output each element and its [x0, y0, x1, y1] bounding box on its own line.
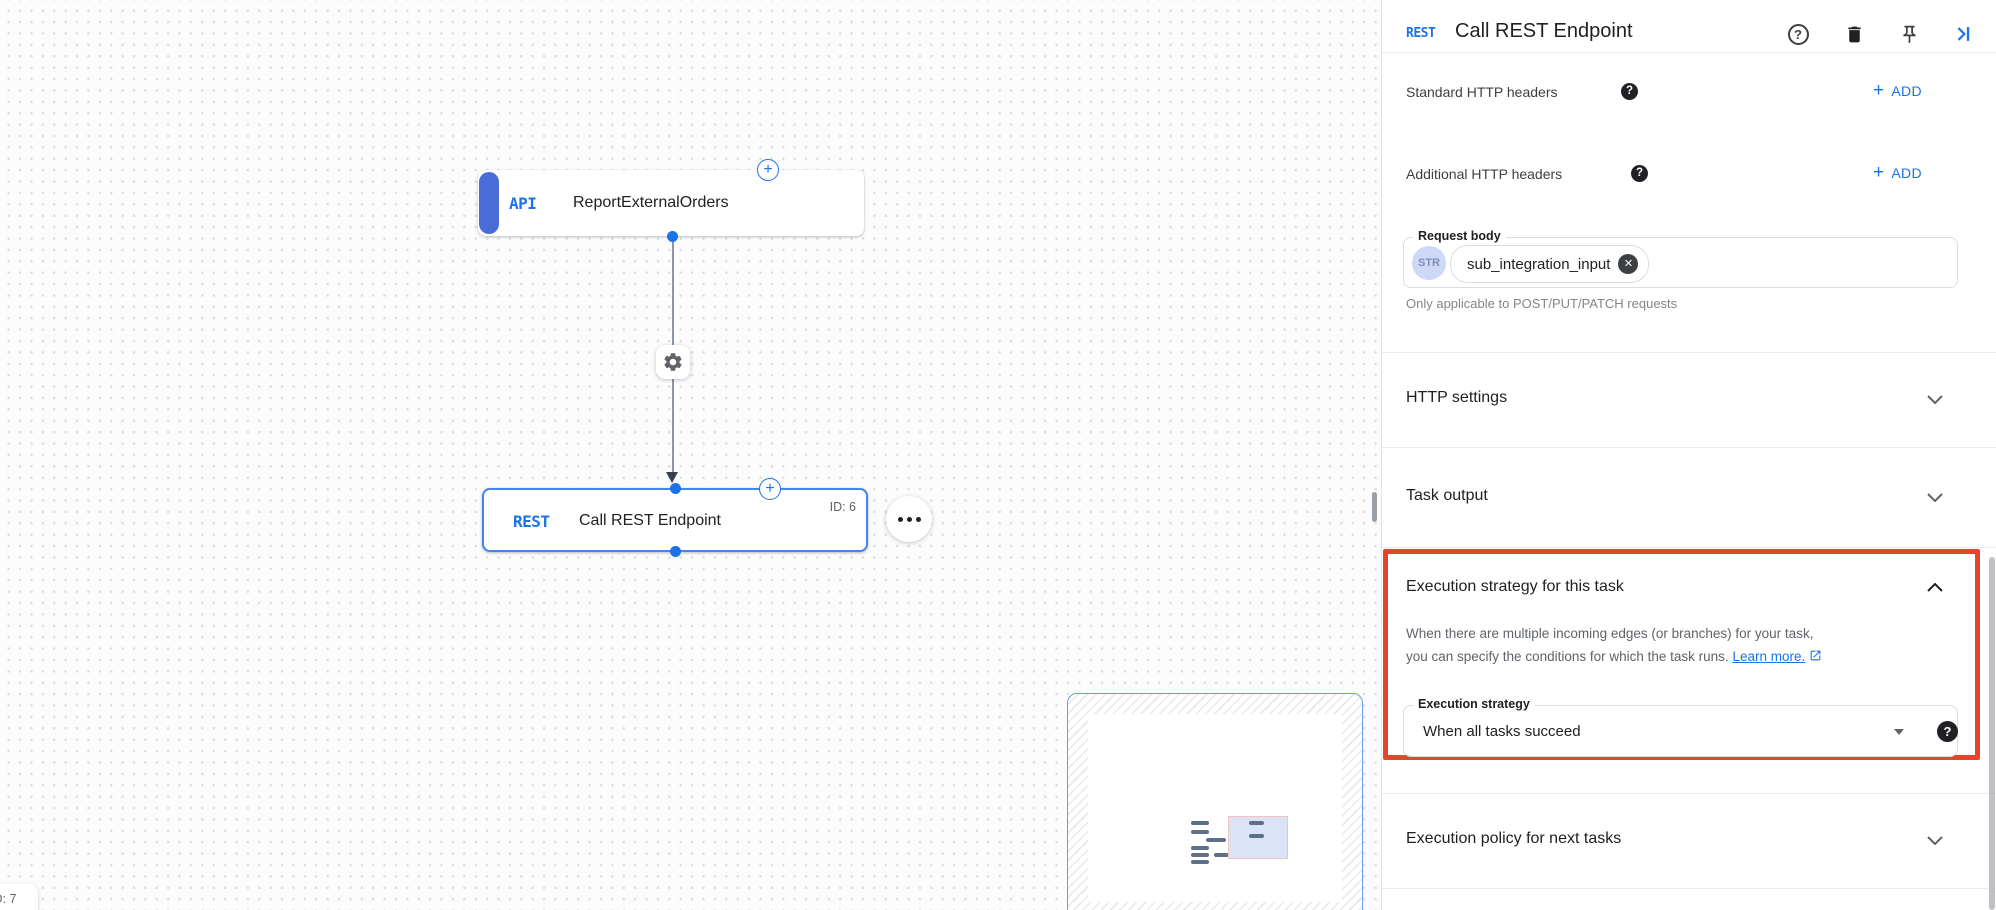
chevron-up-icon [1927, 583, 1943, 592]
request-body-field[interactable]: Request body STR sub_integration_input ✕ [1403, 229, 1958, 288]
trash-icon [1847, 26, 1861, 42]
help-icon[interactable]: ? [1621, 83, 1638, 100]
help-button[interactable]: ? [1783, 19, 1813, 49]
section-label: Execution policy for next tasks [1406, 830, 1622, 847]
pin-panel-button[interactable] [1894, 19, 1924, 49]
chevron-down-icon [1927, 836, 1943, 845]
task-output-dot[interactable] [670, 546, 681, 557]
edge-config-button[interactable] [656, 345, 690, 379]
help-icon[interactable]: ? [1937, 721, 1958, 742]
skip-end-icon [1957, 27, 1970, 41]
panel-scrollbar-thumb[interactable] [1989, 557, 1995, 910]
learn-more-link[interactable]: Learn more. [1732, 649, 1806, 664]
dropdown-caret-icon [1894, 729, 1904, 735]
additional-headers-label: Additional HTTP headers [1406, 166, 1563, 182]
execution-strategy-value: When all tasks succeed [1423, 723, 1581, 740]
open-in-new-icon [1810, 650, 1821, 661]
panel-rest-badge: REST [1406, 26, 1436, 41]
divider [1382, 52, 1996, 53]
help-icon[interactable]: ? [1631, 165, 1648, 182]
minimap-node-dash [1214, 853, 1229, 857]
section-label: HTTP settings [1406, 389, 1508, 406]
task-id-label: ID: 7 [0, 892, 17, 906]
add-additional-header-button[interactable]: + ADD [1873, 162, 1922, 183]
edge-arrowhead-icon [666, 472, 678, 483]
help-icon: ? [1787, 23, 1809, 45]
partial-task-node[interactable]: ID: 7 [0, 884, 38, 910]
execution-strategy-field-label: Execution strategy [1413, 697, 1535, 711]
task-more-options-button[interactable] [886, 496, 932, 542]
add-task-plus-icon[interactable]: + [759, 478, 781, 500]
standard-headers-label: Standard HTTP headers [1406, 84, 1558, 100]
variable-chip[interactable]: sub_integration_input ✕ [1450, 245, 1650, 283]
panel-title: Call REST Endpoint [1455, 20, 1633, 42]
minimap-node-dash [1191, 830, 1209, 834]
minimap-node-dash [1191, 853, 1209, 857]
pin-icon [1902, 25, 1916, 43]
collapse-panel-button[interactable] [1948, 19, 1978, 49]
plus-icon: + [1873, 162, 1885, 183]
divider [1382, 793, 1996, 794]
minimap-node-dash [1191, 821, 1209, 825]
minimap-background [1088, 714, 1342, 902]
dot-icon [915, 516, 921, 522]
add-standard-header-button[interactable]: + ADD [1873, 80, 1922, 101]
chevron-down-icon [1927, 395, 1943, 404]
add-task-plus-icon[interactable]: + [757, 159, 779, 181]
gear-icon [664, 353, 682, 371]
trigger-badge: API [509, 194, 537, 213]
section-label: Task output [1406, 487, 1488, 504]
highlight-red-box [1383, 549, 1980, 760]
divider [1382, 888, 1996, 889]
dot-icon [897, 516, 903, 522]
add-button-label: ADD [1891, 83, 1922, 99]
remove-variable-button[interactable]: ✕ [1618, 254, 1639, 274]
trigger-output-dot[interactable] [667, 231, 678, 242]
execution-strategy-description-line1: When there are multiple incoming edges (… [1406, 626, 1814, 641]
divider [1382, 352, 1996, 353]
add-button-label: ADD [1891, 165, 1922, 181]
delete-task-button[interactable] [1839, 19, 1869, 49]
plus-icon: + [1873, 80, 1885, 101]
config-panel: REST Call REST Endpoint ? Standard HTTP … [1381, 0, 1996, 910]
request-body-label: Request body [1413, 229, 1506, 243]
execution-strategy-description-line2: you can specify the conditions for which… [1406, 645, 1822, 668]
minimap-node-dash [1191, 846, 1209, 850]
description-text: you can specify the conditions for which… [1406, 649, 1729, 664]
minimap-node-dash [1191, 860, 1209, 864]
minimap-viewport[interactable] [1228, 816, 1288, 859]
divider [1382, 447, 1996, 448]
task-id-label: ID: 6 [829, 500, 856, 514]
task-node-call-rest-endpoint[interactable]: REST Call REST Endpoint ID: 6 + [482, 478, 868, 557]
minimap-node-dash [1206, 838, 1226, 842]
divider [1382, 547, 1996, 548]
request-body-helper: Only applicable to POST/PUT/PATCH reques… [1406, 296, 1678, 311]
section-label: Execution strategy for this task [1406, 578, 1624, 595]
canvas-minimap[interactable] [1067, 693, 1363, 910]
string-type-chip: STR [1412, 246, 1446, 280]
dot-icon [906, 516, 912, 522]
canvas-scrollbar-thumb[interactable] [1372, 492, 1377, 522]
rest-badge: REST [513, 512, 550, 531]
task-input-dot[interactable] [670, 483, 681, 494]
integration-canvas[interactable]: API ReportExternalOrders + REST Call RES… [0, 0, 1381, 910]
trigger-node-label: ReportExternalOrders [573, 194, 729, 211]
trigger-accent-bar [479, 172, 499, 234]
trigger-node-report-external-orders[interactable]: API ReportExternalOrders + [478, 159, 864, 242]
rest-node-label: Call REST Endpoint [579, 512, 721, 529]
close-icon: ✕ [1623, 257, 1634, 270]
minimap-node-dash [1249, 834, 1264, 838]
execution-strategy-select[interactable]: Execution strategy When all tasks succee… [1403, 697, 1958, 757]
variable-chip-label: sub_integration_input [1467, 255, 1611, 273]
minimap-node-dash [1249, 821, 1264, 825]
chevron-down-icon [1927, 493, 1943, 502]
